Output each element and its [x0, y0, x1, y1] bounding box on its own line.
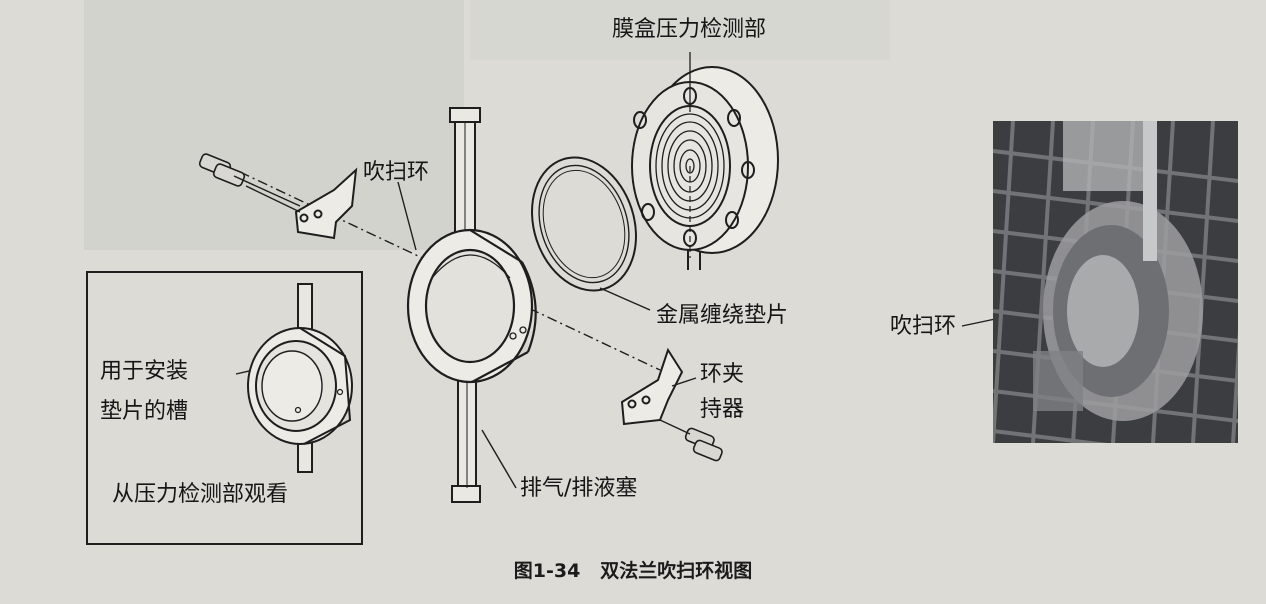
- inset-frame: [86, 271, 363, 545]
- figure-number: 图1-34: [513, 560, 581, 582]
- label-vent-plug: 排气/排液塞: [520, 476, 638, 501]
- label-groove-line2: 垫片的槽: [100, 399, 189, 424]
- vent-rod: [449, 107, 481, 503]
- bolts-left: [198, 153, 301, 213]
- label-inset-caption: 从压力检测部观看: [112, 482, 289, 507]
- figure-caption: 图1-34 双法兰吹扫环视图: [0, 556, 1266, 583]
- label-metal-gasket: 金属缠绕垫片: [656, 303, 789, 328]
- flush-ring-photo: [993, 121, 1238, 443]
- label-groove-line1: 用于安装: [100, 359, 189, 384]
- flush-ring: [406, 228, 537, 384]
- bolts-right: [659, 419, 723, 462]
- inset-ring: [247, 283, 353, 473]
- figure-title: 双法兰吹扫环视图: [600, 560, 753, 582]
- label-clamp-holder-line1: 环夹: [700, 362, 745, 387]
- gasket-ring: [531, 156, 637, 292]
- clamp-holder-right: [620, 347, 684, 426]
- assembly-axis: [239, 171, 661, 371]
- label-diaphragm-detector: 膜盒压力检测部: [612, 17, 767, 42]
- diaphragm-flange: [631, 66, 779, 270]
- bleed-through-left-block: [84, 0, 464, 250]
- label-clamp-holder-line2: 持器: [700, 397, 745, 422]
- bleed-through-right-block: [470, 0, 890, 60]
- photo-render: [993, 121, 1238, 443]
- clamp-holder-left: [294, 167, 358, 240]
- label-flush-ring: 吹扫环: [363, 160, 430, 185]
- label-photo-flush-ring: 吹扫环: [890, 314, 957, 339]
